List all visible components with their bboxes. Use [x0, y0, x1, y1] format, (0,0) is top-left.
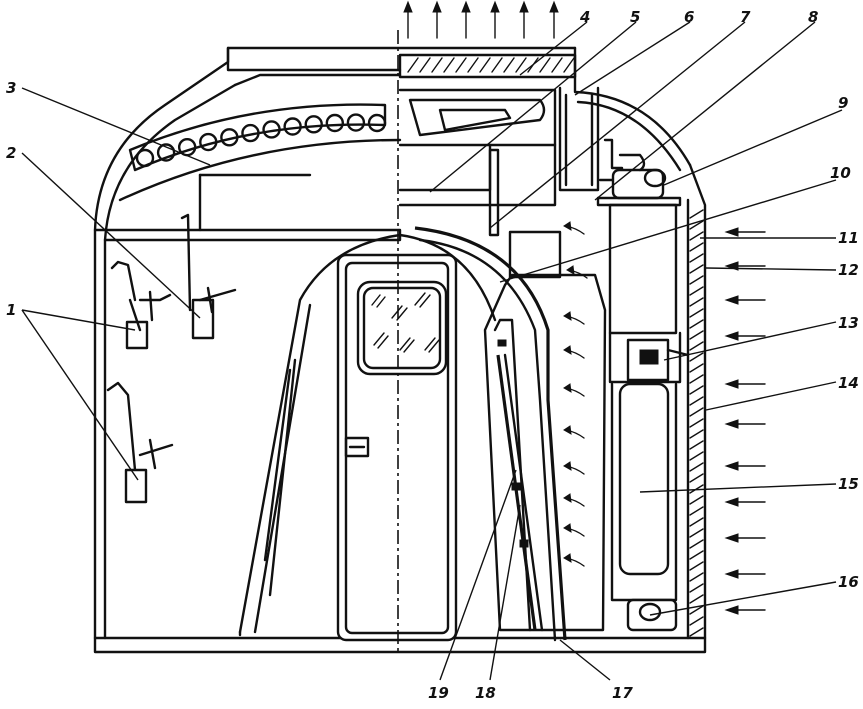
callout-4: 4: [579, 8, 590, 26]
callout-9: 9: [838, 94, 848, 112]
callout-2: 2: [6, 144, 16, 162]
duct-vent-hole: [199, 132, 218, 152]
callout-14: 14: [838, 374, 859, 392]
arrow-up-icon: [403, 0, 559, 39]
leader-lines: [21, 21, 843, 681]
callout-labels: 1 2 3 4 5 6 7 8 9 10 11 12 13 14 15 16 1…: [6, 8, 859, 702]
callout-17: 17: [612, 684, 633, 702]
duct-vent-hole: [156, 143, 176, 162]
callout-10: 10: [830, 164, 851, 182]
duct-vent-hole: [262, 120, 281, 139]
control-levers: [106, 213, 237, 504]
roof-ventilation-unit: [398, 53, 600, 237]
duct-vent-hole: [304, 115, 323, 134]
airflow-arrow-icon: [563, 221, 588, 567]
duct-vent-hole: [220, 128, 239, 147]
callout-1: 1: [6, 301, 16, 319]
duct-vent-hole: [135, 148, 155, 168]
callout-12: 12: [838, 261, 859, 279]
callout-5: 5: [630, 8, 640, 26]
roof-air-duct: [118, 103, 402, 232]
callout-8: 8: [808, 8, 818, 26]
window-glass-marks: [371, 292, 440, 353]
arrow-left-icon: [724, 227, 766, 615]
duct-vent-hole: [367, 113, 387, 133]
callout-15: 15: [838, 475, 859, 493]
callout-7: 7: [740, 8, 751, 26]
callout-16: 16: [838, 573, 859, 591]
callout-6: 6: [684, 8, 694, 26]
duct-vent-hole: [325, 113, 345, 133]
duct-vent-hole: [283, 117, 302, 136]
callout-19: 19: [428, 684, 449, 702]
duct-vent-hole: [346, 113, 366, 132]
duct-vent-hole: [241, 123, 260, 143]
left-console: [238, 358, 297, 637]
side-air-channel: [596, 138, 704, 637]
callout-3: 3: [6, 79, 16, 97]
cab-door: [238, 233, 497, 642]
heater-duct-panel: [414, 226, 607, 642]
callout-11: 11: [838, 229, 859, 247]
callout-13: 13: [838, 314, 859, 332]
callout-18: 18: [475, 684, 496, 702]
